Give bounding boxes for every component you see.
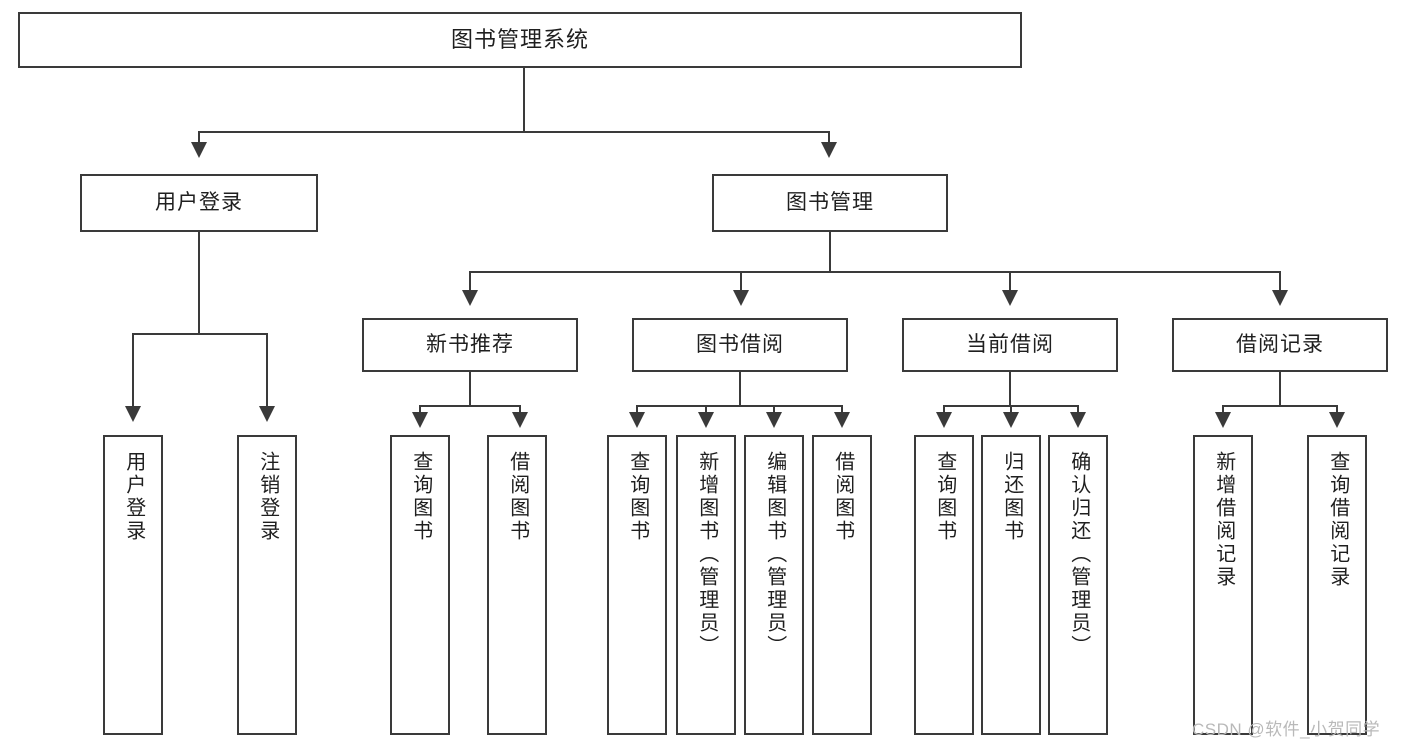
connector-book-manage-stem: [829, 232, 831, 272]
connector-borrow-c2: [705, 405, 707, 415]
arrow-user-login-to-login: [125, 406, 141, 422]
arrow-current-to-return-book: [1003, 412, 1019, 428]
connector-user-login-bar: [132, 333, 268, 335]
connector-record-bar: [1222, 405, 1338, 407]
leaf-recommend-borrow-book[interactable]: 借阅图书: [487, 435, 547, 735]
connector-user-login-stem: [198, 232, 200, 334]
leaf-user-login[interactable]: 用户登录: [103, 435, 163, 735]
leaf-label: 新增图书（管理员）: [695, 451, 718, 658]
connector-current-c1: [943, 405, 945, 415]
node-root-library-system[interactable]: 图书管理系统: [18, 12, 1022, 68]
connector-root-bar: [198, 131, 830, 133]
arrow-current-to-query-book: [936, 412, 952, 428]
leaf-label: 查询图书: [933, 451, 956, 543]
connector-record-left: [1222, 405, 1224, 415]
arrow-recommend-to-query-book: [412, 412, 428, 428]
leaf-label: 借阅图书: [831, 451, 854, 543]
connector-record-right: [1336, 405, 1338, 415]
leaf-label: 查询图书: [409, 451, 432, 543]
leaf-current-confirm-return[interactable]: 确认归还（管理员）: [1048, 435, 1108, 735]
arrow-root-to-book-manage: [821, 142, 837, 158]
leaf-borrow-edit-book[interactable]: 编辑图书（管理员）: [744, 435, 804, 735]
node-label: 借阅记录: [1236, 333, 1324, 357]
leaf-borrow-add-book[interactable]: 新增图书（管理员）: [676, 435, 736, 735]
arrow-borrow-to-query-book: [629, 412, 645, 428]
connector-record-stem: [1279, 372, 1281, 406]
connector-borrow-c4: [841, 405, 843, 415]
leaf-user-logout[interactable]: 注销登录: [237, 435, 297, 735]
connector-recommend-left: [419, 405, 421, 415]
connector-borrow-bar: [636, 405, 843, 407]
connector-current-stem: [1009, 372, 1011, 406]
leaf-label: 用户登录: [122, 451, 145, 543]
connector-root-to-book-manage: [828, 131, 830, 145]
leaf-current-return-book[interactable]: 归还图书: [981, 435, 1041, 735]
connector-borrow-c1: [636, 405, 638, 415]
arrow-user-login-to-logout: [259, 406, 275, 422]
connector-user-login-right: [266, 333, 268, 409]
arrow-bm-to-recommend: [462, 290, 478, 306]
node-user-login[interactable]: 用户登录: [80, 174, 318, 232]
leaf-current-query-book[interactable]: 查询图书: [914, 435, 974, 735]
connector-recommend-stem: [469, 372, 471, 406]
connector-recommend-bar: [419, 405, 521, 407]
arrow-borrow-to-edit-book: [766, 412, 782, 428]
connector-bm-to-borrow: [740, 271, 742, 293]
connector-user-login-left: [132, 333, 134, 409]
connector-borrow-stem: [739, 372, 741, 406]
connector-current-c2: [1010, 405, 1012, 415]
arrow-current-to-confirm-return: [1070, 412, 1086, 428]
leaf-borrow-borrow-book[interactable]: 借阅图书: [812, 435, 872, 735]
arrow-borrow-to-borrow-book: [834, 412, 850, 428]
node-label: 当前借阅: [966, 333, 1054, 357]
node-new-book-recommend[interactable]: 新书推荐: [362, 318, 578, 372]
leaf-label: 归还图书: [1000, 451, 1023, 543]
leaf-recommend-query-book[interactable]: 查询图书: [390, 435, 450, 735]
node-book-borrow[interactable]: 图书借阅: [632, 318, 848, 372]
connector-recommend-right: [519, 405, 521, 415]
leaf-label: 查询图书: [626, 451, 649, 543]
leaf-borrow-query-book[interactable]: 查询图书: [607, 435, 667, 735]
connector-current-c3: [1077, 405, 1079, 415]
connector-root-to-user-login: [198, 131, 200, 145]
node-borrow-record[interactable]: 借阅记录: [1172, 318, 1388, 372]
leaf-label: 查询借阅记录: [1326, 451, 1349, 589]
leaf-label: 编辑图书（管理员）: [763, 451, 786, 658]
leaf-record-add-record[interactable]: 新增借阅记录: [1193, 435, 1253, 735]
leaf-record-query-record[interactable]: 查询借阅记录: [1307, 435, 1367, 735]
leaf-label: 注销登录: [256, 451, 279, 543]
node-label: 图书管理系统: [450, 26, 589, 52]
node-current-borrow[interactable]: 当前借阅: [902, 318, 1118, 372]
arrow-record-to-query-record: [1329, 412, 1345, 428]
arrow-record-to-add-record: [1215, 412, 1231, 428]
connector-root-stem: [523, 68, 525, 132]
connector-borrow-c3: [773, 405, 775, 415]
leaf-label: 借阅图书: [506, 451, 529, 543]
arrow-root-to-user-login: [191, 142, 207, 158]
csdn-watermark: CSDN @软件_小贺同学: [1192, 720, 1381, 739]
arrow-bm-to-borrow: [733, 290, 749, 306]
node-label: 图书借阅: [696, 333, 784, 357]
connector-bm-to-recommend: [469, 271, 471, 293]
arrow-borrow-to-add-book: [698, 412, 714, 428]
node-label: 新书推荐: [426, 333, 514, 357]
connector-bm-to-record: [1279, 271, 1281, 293]
connector-bm-to-current: [1009, 271, 1011, 293]
node-book-management[interactable]: 图书管理: [712, 174, 948, 232]
leaf-label: 确认归还（管理员）: [1067, 451, 1090, 658]
connector-book-manage-bar: [469, 271, 1281, 273]
arrow-bm-to-record: [1272, 290, 1288, 306]
arrow-recommend-to-borrow-book: [512, 412, 528, 428]
node-label: 用户登录: [155, 191, 243, 215]
leaf-label: 新增借阅记录: [1212, 451, 1235, 589]
node-label: 图书管理: [786, 191, 874, 215]
arrow-bm-to-current: [1002, 290, 1018, 306]
